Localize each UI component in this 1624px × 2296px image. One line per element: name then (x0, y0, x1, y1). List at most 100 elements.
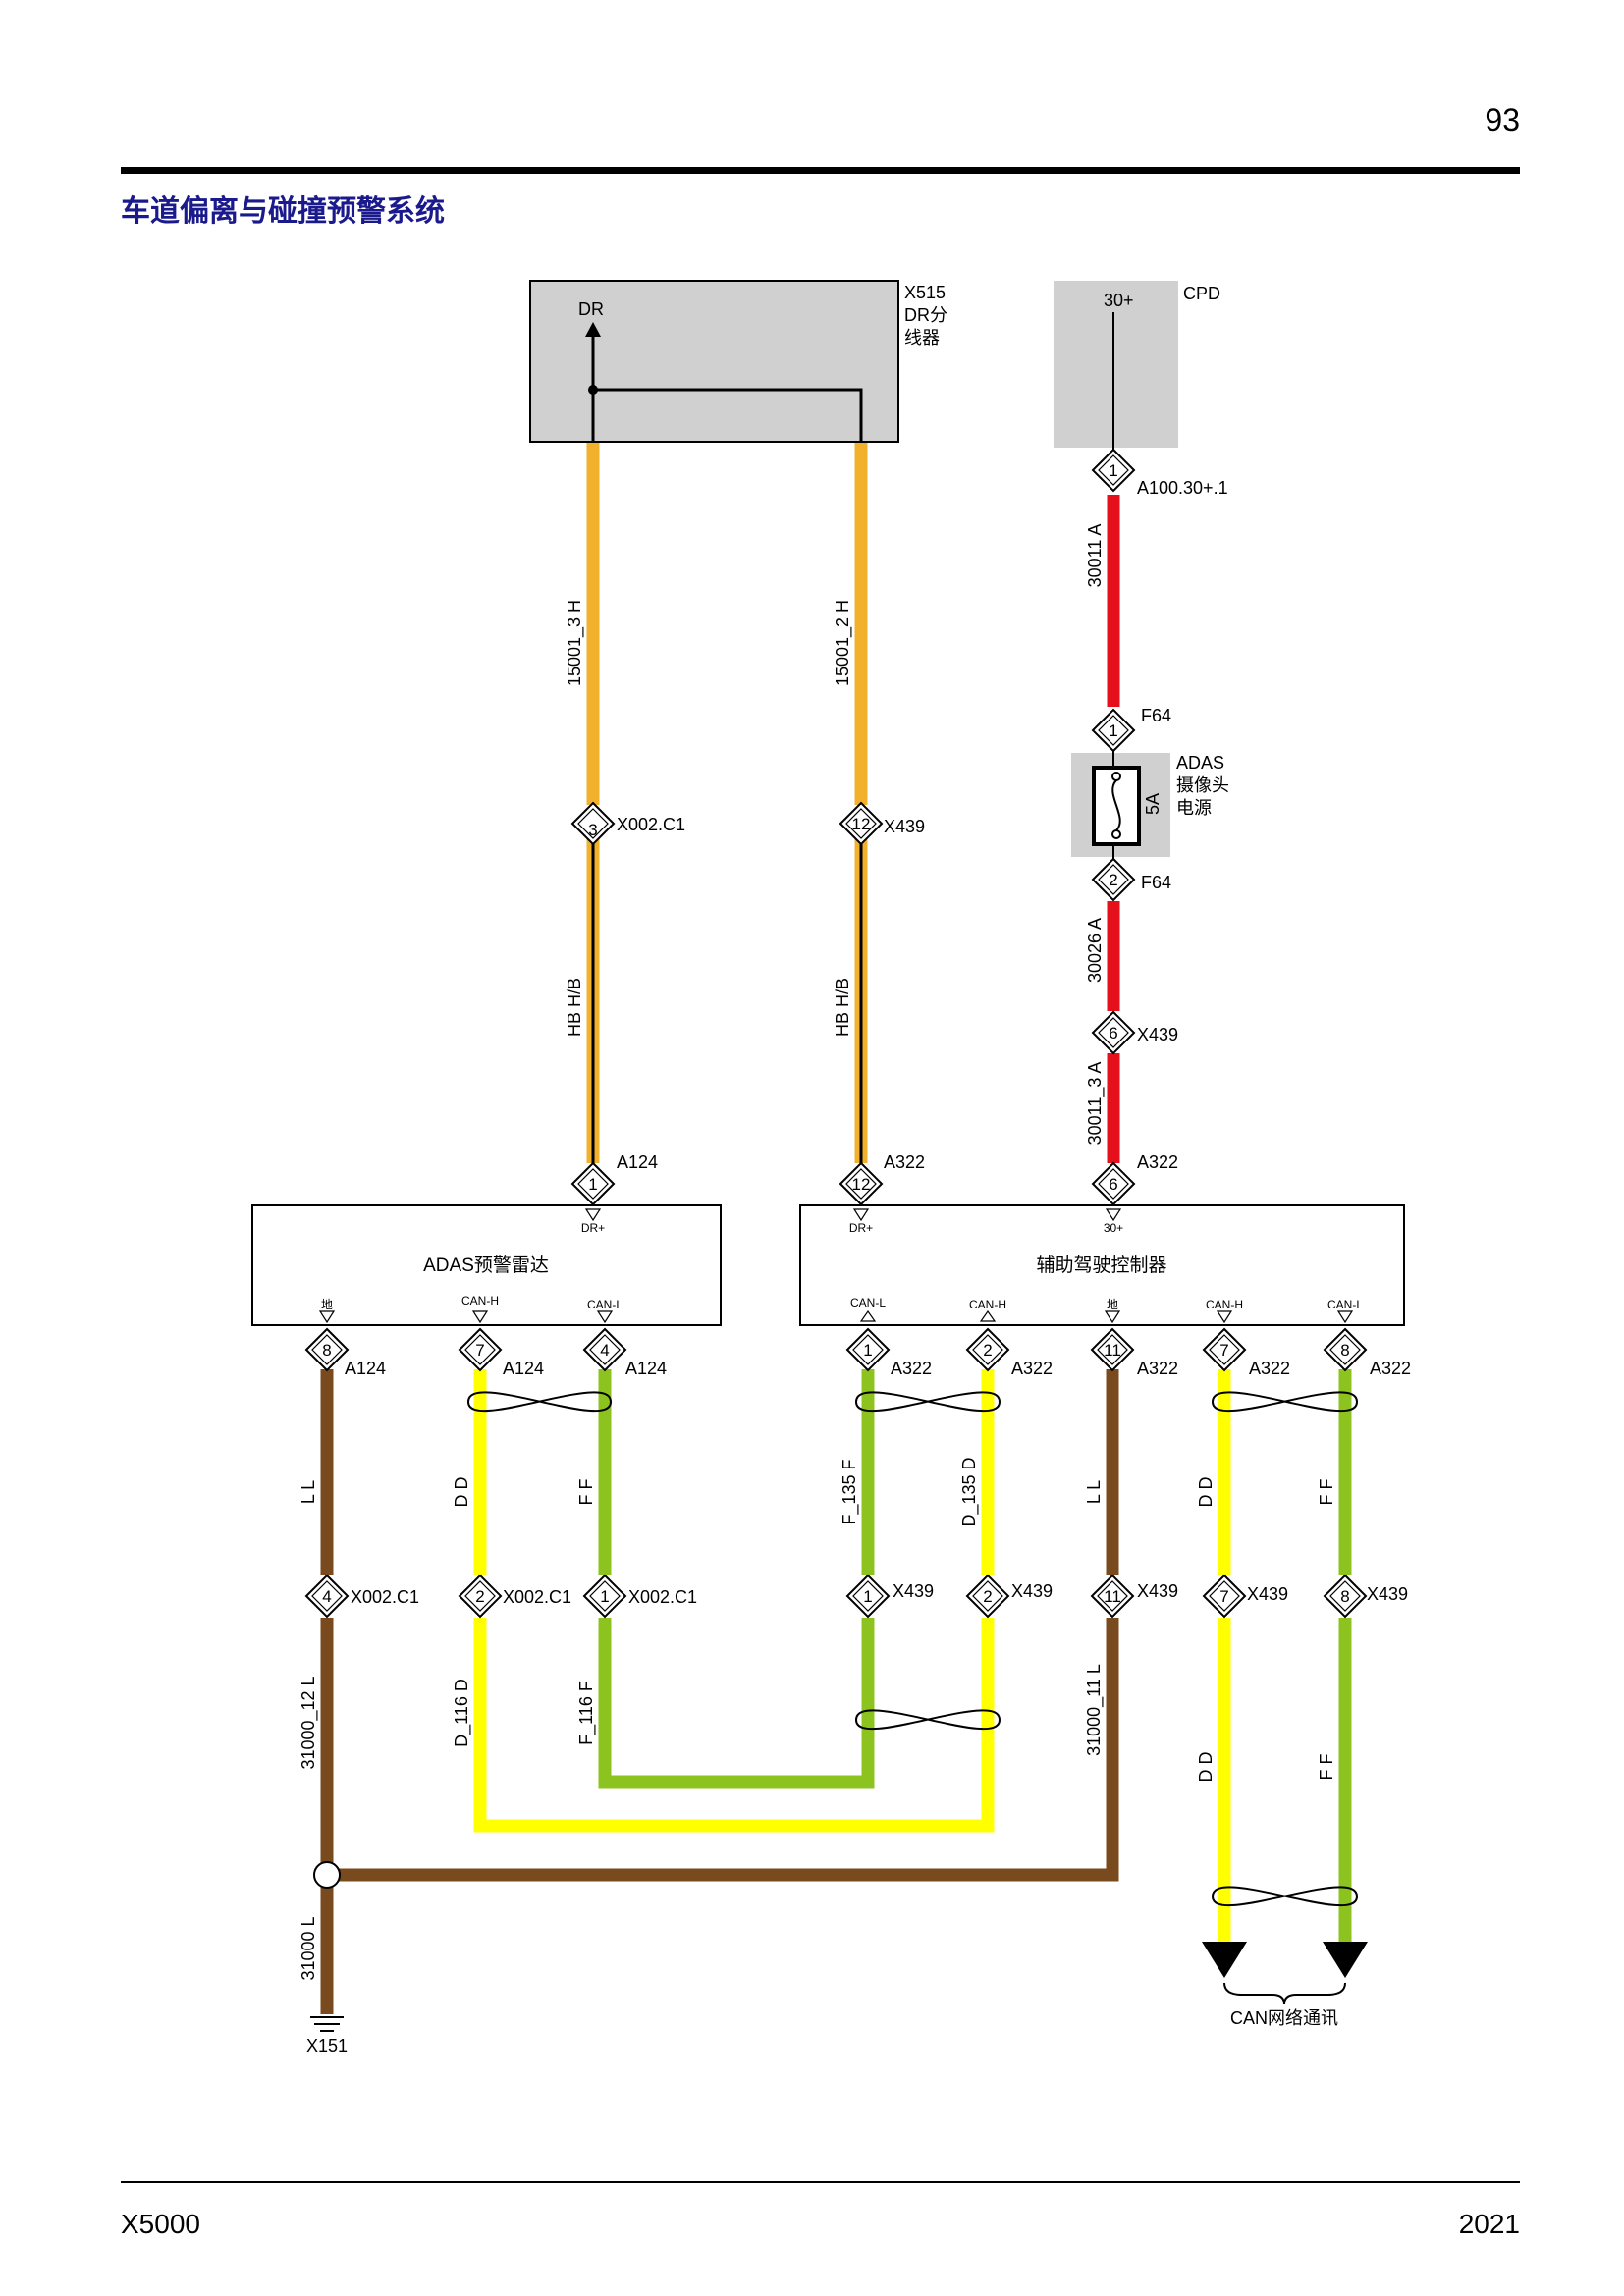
connector-c24-pin: 7 (1219, 1587, 1228, 1606)
connector-c8-diamond (570, 1161, 616, 1206)
controller-pin-ground-marker (1104, 1310, 1121, 1324)
connector-c21-diamond-inner (852, 1580, 884, 1612)
can-network: CAN网络通讯 (1202, 1942, 1368, 2028)
radar-name: ADAS预警雷达 (423, 1255, 549, 1276)
connector-c9: 12 A322 (839, 1152, 925, 1206)
connector-c9-label: A322 (884, 1152, 925, 1172)
connector-c1: 1 A100.30+.1 (1091, 448, 1228, 498)
fuse-rating: 5A (1143, 793, 1163, 815)
connector-c4-pin: 6 (1109, 1024, 1117, 1042)
radar-pin-canh-marker (471, 1310, 489, 1324)
dr-splitter-name-2: 线器 (904, 328, 940, 347)
connector-c11-label: A124 (503, 1359, 544, 1378)
wire-label-w17: D_116 D (452, 1679, 472, 1747)
connector-c21-pin: 1 (863, 1587, 872, 1606)
radar-pin-canl-marker (596, 1310, 614, 1324)
wire-label-w6: HB H/B (565, 978, 584, 1037)
controller-pin-canh2: CAN-H (1206, 1298, 1243, 1311)
connector-c19: 2 X002.C1 (458, 1574, 571, 1619)
connector-c17-diamond-inner (1329, 1334, 1361, 1365)
wire-label-w4: 30026 A (1085, 918, 1105, 983)
controller-pin-canl2: CAN-L (1327, 1298, 1363, 1311)
connector-c22-pin: 2 (983, 1587, 992, 1606)
connector-c11-diamond (458, 1327, 503, 1372)
connector-c1-label: A100.30+.1 (1137, 478, 1228, 498)
connector-c14-pin: 2 (983, 1341, 992, 1360)
connector-c4-label: X439 (1137, 1025, 1178, 1044)
connector-c5-label: A322 (1137, 1152, 1178, 1172)
connector-c1-diamond (1091, 448, 1136, 493)
wire-label-w19: 31000_11 L (1084, 1664, 1105, 1756)
wire-label-w21: F F (1317, 1754, 1336, 1781)
connector-c17: 8 A322 (1323, 1327, 1411, 1378)
wire-label-w10: F F (576, 1479, 596, 1506)
radar-pin-ground-marker (318, 1310, 336, 1324)
connector-c23-label: X439 (1137, 1581, 1178, 1601)
radar: ADAS预警雷达 DR+ 地 CAN-H CAN-L (251, 1204, 722, 1326)
connector-c7-diamond (839, 801, 884, 846)
connector-c18-diamond-inner (311, 1580, 343, 1612)
wire-label-w15: F F (1317, 1479, 1336, 1506)
connector-c21-label: X439 (893, 1581, 934, 1601)
connector-c22-label: X439 (1011, 1581, 1053, 1601)
connector-c24-diamond-inner (1209, 1580, 1240, 1612)
connector-c4-diamond (1091, 1010, 1136, 1055)
connector-c17-pin: 8 (1340, 1341, 1349, 1360)
connector-c6: 3 X002.C1 (570, 801, 685, 846)
can-arrow-left-icon (1202, 1942, 1247, 1978)
controller: 辅助驾驶控制器 DR+ 30+ CAN-L CAN-H 地 CAN-H CAN-… (799, 1204, 1405, 1326)
connector-c8-pin: 1 (588, 1175, 597, 1194)
wire-label-w3: 30011 A (1085, 524, 1105, 588)
connector-c14-diamond (965, 1327, 1010, 1372)
controller-name: 辅助驾驶控制器 (1036, 1255, 1166, 1276)
connector-c13-diamond-inner (852, 1334, 884, 1365)
wire-label-w5: 30011_3 A (1085, 1062, 1106, 1146)
controller-pin-canh-marker (979, 1309, 997, 1322)
radar-pin-dr-marker (584, 1208, 602, 1222)
fuse-terminal-top (1111, 772, 1121, 781)
footer-year: 2021 (1458, 2209, 1520, 2239)
ground-splice-node (313, 1861, 341, 1889)
connector-c5-diamond-inner (1098, 1168, 1129, 1200)
connector-c22-diamond-inner (972, 1580, 1003, 1612)
twist-symbol-5 (1211, 1886, 1359, 1907)
dr-output-arrow (585, 322, 601, 337)
connector-c14-label: A322 (1011, 1359, 1053, 1378)
connector-c18-diamond (304, 1574, 350, 1619)
connector-c19-label: X002.C1 (503, 1587, 571, 1607)
connector-c2: 1 F64 (1091, 706, 1171, 753)
radar-pin-dr: DR+ (581, 1221, 605, 1235)
connector-c21-diamond (845, 1574, 891, 1619)
connector-c25: 8 X439 (1323, 1574, 1408, 1619)
connector-c17-label: A322 (1370, 1359, 1411, 1378)
connector-c14-diamond-inner (972, 1334, 1003, 1365)
connector-c6-label: X002.C1 (617, 815, 685, 834)
wire-label-w8: L L (298, 1480, 318, 1504)
connector-c23: 11 X439 (1090, 1574, 1178, 1619)
connector-c2-diamond-inner (1098, 715, 1129, 746)
connector-c16-diamond-inner (1209, 1334, 1240, 1365)
wire-label-w11: F_135 F (839, 1459, 860, 1524)
connector-c11: 7 A124 (458, 1327, 544, 1378)
controller-pin-dr-marker (852, 1208, 870, 1222)
fuse-name-2: 摄像头 (1176, 775, 1229, 795)
connector-c13-label: A322 (891, 1359, 932, 1378)
connector-c7-pin: 12 (852, 815, 871, 833)
can-arrow-right-icon (1323, 1942, 1368, 1978)
connector-c19-diamond-inner (464, 1580, 496, 1612)
page-title: 车道偏离与碰撞预警系统 (121, 194, 445, 229)
radar-pin-ground: 地 (321, 1298, 333, 1311)
connector-c25-label: X439 (1367, 1584, 1408, 1604)
connector-c22-diamond (965, 1574, 1010, 1619)
connector-c2-label: F64 (1141, 706, 1171, 725)
connector-c22: 2 X439 (965, 1574, 1053, 1619)
connector-c6-diamond (570, 801, 616, 846)
dr-splitter-node (588, 385, 598, 395)
connector-c13-pin: 1 (863, 1341, 872, 1360)
connector-c1-pin: 1 (1109, 461, 1117, 480)
connector-c12-diamond (582, 1327, 627, 1372)
radar-pin-canl: CAN-L (587, 1298, 623, 1311)
fuse-terminal-bottom (1111, 829, 1121, 839)
controller-pin-canh: CAN-H (969, 1298, 1006, 1311)
wire-label-w20: D D (1196, 1752, 1216, 1783)
